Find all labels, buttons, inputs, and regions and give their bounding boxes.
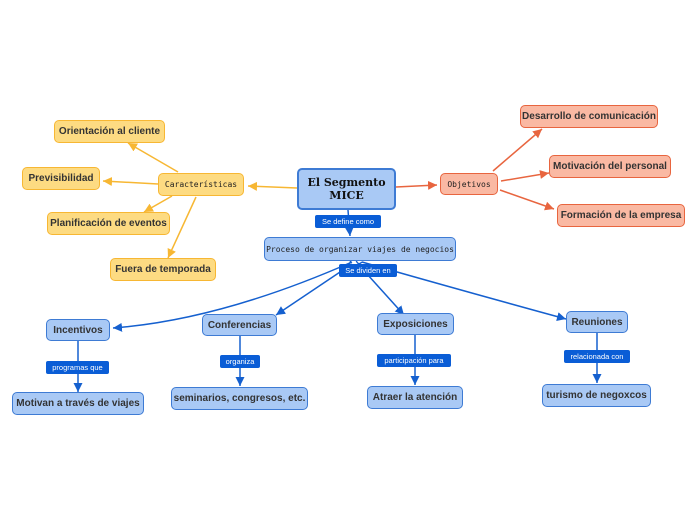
link-label-incentivos: programas que bbox=[46, 361, 109, 374]
result-label: Atraer la atención bbox=[372, 392, 458, 403]
characteristic-item-off-season[interactable]: Fuera de temporada bbox=[110, 258, 216, 281]
segment-label: Exposiciones bbox=[383, 318, 448, 330]
central-title-line1: El Segmento bbox=[307, 176, 386, 189]
objective-item-training[interactable]: Formación de la empresa bbox=[557, 204, 685, 227]
characteristics-title: Características bbox=[164, 180, 238, 189]
edge-char-previsibilidad bbox=[102, 176, 159, 186]
result-label: seminarios, congresos, etc. bbox=[173, 393, 306, 404]
objectives-node[interactable]: Objetivos bbox=[440, 173, 498, 195]
central-title-line2: MICE bbox=[329, 189, 364, 202]
objective-item-motivation[interactable]: Motivación del personal bbox=[549, 155, 671, 178]
result-label: Motivan a través de viajes bbox=[16, 398, 140, 409]
link-label-definition: Se define como bbox=[315, 215, 381, 228]
result-node-incentivos[interactable]: Motivan a través de viajes bbox=[12, 392, 144, 415]
link-label-exposiciones: participación para bbox=[377, 354, 451, 367]
objective-item-label: Desarrollo de comunicación bbox=[522, 111, 656, 122]
characteristic-item-planning[interactable]: Planificación de eventos bbox=[47, 212, 170, 235]
edge-central-characteristics bbox=[247, 181, 298, 191]
segment-label: Conferencias bbox=[207, 319, 272, 331]
result-node-reuniones[interactable]: turismo de negoxcos bbox=[542, 384, 651, 407]
characteristic-item-label: Orientación al cliente bbox=[58, 126, 161, 137]
characteristic-item-previsibility[interactable]: Previsibilidad bbox=[22, 167, 100, 190]
edge-central-objectives bbox=[395, 180, 438, 190]
characteristic-item-label: Fuera de temporada bbox=[115, 264, 211, 275]
edge-obj-formacion bbox=[499, 189, 555, 211]
link-label-conferencias: organiza bbox=[220, 355, 260, 368]
objective-item-label: Motivación del personal bbox=[553, 161, 667, 172]
characteristic-item-orientation[interactable]: Orientación al cliente bbox=[54, 120, 165, 143]
edge-process-incentivos bbox=[112, 261, 353, 332]
segment-node-conferencias[interactable]: Conferencias bbox=[202, 314, 277, 336]
objectives-title: Objetivos bbox=[447, 179, 491, 189]
edge-obj-motivacion bbox=[500, 170, 550, 182]
process-node[interactable]: Proceso de organizar viajes de negocios bbox=[264, 237, 456, 261]
objective-item-communication[interactable]: Desarrollo de comunicación bbox=[520, 105, 658, 128]
result-node-conferencias[interactable]: seminarios, congresos, etc. bbox=[171, 387, 308, 410]
process-label: Proceso de organizar viajes de negocios bbox=[266, 244, 454, 254]
segment-node-reuniones[interactable]: Reuniones bbox=[566, 311, 628, 333]
edge-char-temporada bbox=[167, 196, 197, 259]
edge-obj-comunicacion bbox=[492, 128, 543, 172]
characteristics-node[interactable]: Características bbox=[158, 173, 244, 196]
edge-char-orientation bbox=[127, 142, 179, 173]
link-label-reuniones: relacionada con bbox=[564, 350, 630, 363]
characteristic-item-label: Planificación de eventos bbox=[50, 218, 167, 229]
segment-label: Incentivos bbox=[53, 324, 103, 336]
objective-item-label: Formación de la empresa bbox=[560, 210, 682, 221]
segment-node-incentivos[interactable]: Incentivos bbox=[46, 319, 110, 341]
result-label: turismo de negoxcos bbox=[546, 390, 647, 401]
segment-label: Reuniones bbox=[571, 316, 623, 328]
characteristic-item-label: Previsibilidad bbox=[28, 173, 94, 184]
central-node[interactable]: El Segmento MICE bbox=[297, 168, 396, 210]
result-node-exposiciones[interactable]: Atraer la atención bbox=[367, 386, 463, 409]
segment-node-exposiciones[interactable]: Exposiciones bbox=[377, 313, 454, 335]
edge-char-planificacion bbox=[143, 195, 173, 213]
link-label-division: Se dividen en bbox=[339, 264, 397, 277]
